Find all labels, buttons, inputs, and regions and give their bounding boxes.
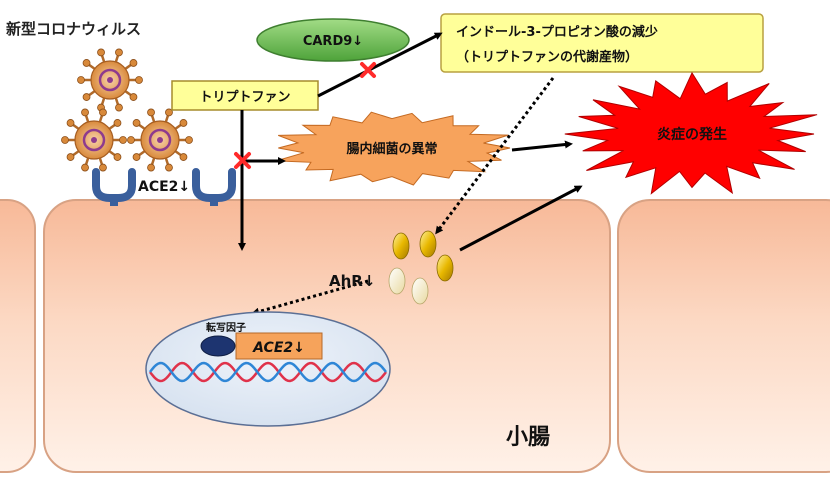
dna-strand-blue <box>149 361 387 383</box>
card9-label: CARD9↓ <box>303 34 363 49</box>
virus-particle-2 <box>61 108 127 172</box>
virus-particle-3 <box>127 108 193 172</box>
ace2-receptor-label: ACE2↓ <box>138 179 190 195</box>
ace2-receptor-right <box>192 168 236 206</box>
ace2-receptor-left <box>92 168 136 206</box>
arrow-dysbiosis-to-inflammation <box>511 140 573 152</box>
ligand-molecules <box>388 230 454 305</box>
small-intestine-label: 小腸 <box>506 425 550 450</box>
inflammation-label: 炎症の発生 <box>657 126 727 143</box>
tryptophan-box <box>171 80 319 111</box>
block-cross-ipa <box>360 62 376 78</box>
ahr-label: AhR↓ <box>329 272 375 290</box>
transcription-factor <box>200 335 236 357</box>
nucleus <box>145 311 391 427</box>
ligand-gold-1 <box>392 232 410 260</box>
tryptophan-label: トリプトファン <box>199 90 290 105</box>
arrow-tryptophan-to-ipa <box>317 32 443 98</box>
arrow-ahr-to-nucleus <box>251 279 369 316</box>
card9-ellipse <box>256 18 410 62</box>
ipa-callout-line2: （トリプトファンの代謝産物） <box>456 49 638 65</box>
ace2-gene-box <box>235 332 323 360</box>
dysbiosis-burst <box>276 111 511 186</box>
arrow-ipa-to-ahr-ligand <box>435 77 555 235</box>
virus-particle-1 <box>77 48 143 112</box>
ligand-gold-3 <box>436 254 454 282</box>
cell-right <box>617 199 830 473</box>
ligand-pale-1 <box>388 267 406 295</box>
arrow-ligand-to-inflammation <box>459 185 583 252</box>
ace2-gene-label: ACE2↓ <box>252 340 305 356</box>
ipa-callout-line1: インドール-3-プロピオン酸の減少 <box>456 24 658 40</box>
dysbiosis-label: 腸内細菌の異常 <box>346 141 437 157</box>
ligand-pale-2 <box>411 277 429 305</box>
transcription-factor-label: 転写因子 <box>206 321 246 334</box>
block-cross-dysbiosis <box>234 152 251 169</box>
ipa-callout-box <box>440 13 764 73</box>
cell-left <box>0 199 36 473</box>
inflammation-burst <box>564 71 818 195</box>
virus-particles <box>61 48 193 172</box>
ligand-gold-2 <box>419 230 437 258</box>
dna-strand-red <box>149 361 387 383</box>
virus-label: 新型コロナウィルス <box>6 20 141 38</box>
